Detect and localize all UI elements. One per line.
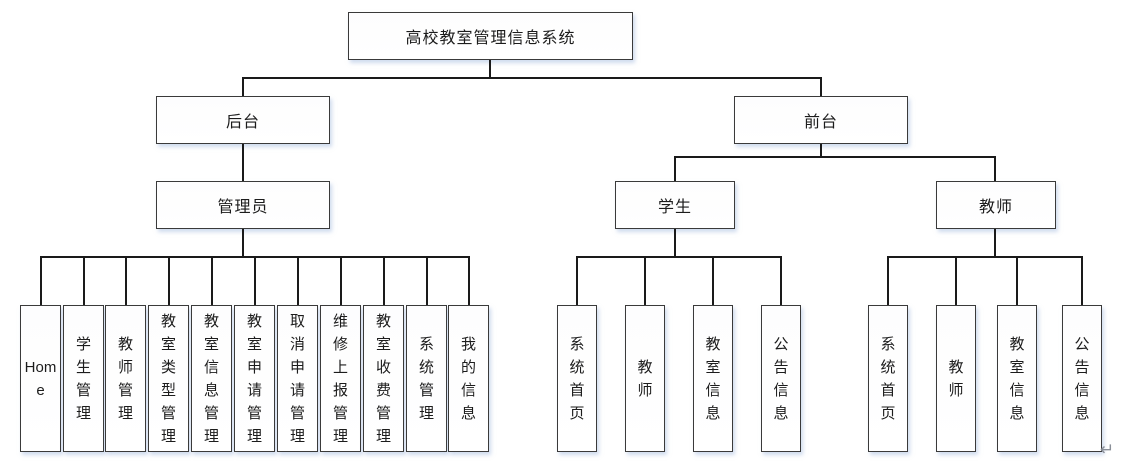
connector-line (242, 229, 244, 257)
connector-line (83, 256, 85, 305)
leaf-teacher-notice-info: 公告信息 (1062, 305, 1102, 452)
leaf-teacher-notice-info-label: 公告信息 (1074, 335, 1090, 422)
connector-line (297, 256, 299, 305)
connector-line (674, 156, 996, 158)
leaf-my-info: 我的信息 (448, 305, 489, 452)
node-frontend-label: 前台 (803, 114, 838, 131)
leaf-classroom-info-management-label: 教室信息管理 (203, 312, 219, 445)
connector-line (242, 144, 244, 181)
node-student-label: 学生 (657, 199, 692, 216)
leaf-student-classroom-info: 教室信息 (693, 305, 733, 452)
leaf-teacher-system-home: 系统首页 (868, 305, 908, 452)
leaf-my-info-label: 我的信息 (460, 335, 476, 422)
node-backend-label: 后台 (225, 114, 260, 131)
leaf-student-teacher: 教师 (625, 305, 665, 452)
node-teacher-label: 教师 (978, 199, 1013, 216)
connector-line (576, 256, 578, 305)
leaf-classroom-info-management: 教室信息管理 (191, 305, 232, 452)
leaf-student-management-label: 学生管理 (75, 335, 91, 422)
connector-line (576, 256, 782, 258)
leaf-student-classroom-info-label: 教室信息 (705, 335, 721, 422)
leaf-student-teacher-label: 教师 (637, 358, 653, 399)
connector-line (820, 77, 822, 96)
leaf-cancel-apply-management-label: 取消申请管理 (289, 312, 305, 445)
leaf-classroom-apply-management-label: 教室申请管理 (246, 312, 262, 445)
connector-line (887, 256, 889, 305)
connector-line (340, 256, 342, 305)
connector-line (780, 256, 782, 305)
leaf-classroom-fee-management-label: 教室收费管理 (375, 312, 391, 445)
connector-line (1016, 256, 1018, 305)
connector-line (254, 256, 256, 305)
node-frontend: 前台 (734, 96, 908, 144)
node-root: 高校教室管理信息系统 (348, 12, 633, 60)
node-root-label: 高校教室管理信息系统 (405, 30, 576, 47)
leaf-system-management-label: 系统管理 (418, 335, 434, 422)
connector-line (125, 256, 127, 305)
connector-line (426, 256, 428, 305)
node-admin-label: 管理员 (217, 199, 269, 216)
return-mark-icon: ↵ (1100, 440, 1115, 460)
leaf-teacher-teacher-label: 教师 (948, 358, 964, 399)
connector-line (994, 156, 996, 181)
leaf-teacher-system-home-label: 系统首页 (880, 335, 896, 422)
leaf-repair-report-management: 维修上报管理 (320, 305, 361, 452)
leaf-student-notice-info: 公告信息 (761, 305, 801, 452)
connector-line (468, 256, 470, 305)
leaf-classroom-type-management-label: 教室类型管理 (160, 312, 176, 445)
leaf-student-notice-info-label: 公告信息 (773, 335, 789, 422)
connector-line (887, 256, 1083, 258)
connector-line (674, 156, 676, 181)
leaf-repair-report-management-label: 维修上报管理 (332, 312, 348, 445)
leaf-classroom-type-management: 教室类型管理 (148, 305, 189, 452)
leaf-teacher-teacher: 教师 (936, 305, 976, 452)
connector-line (40, 256, 42, 305)
connector-line (383, 256, 385, 305)
node-admin: 管理员 (156, 181, 330, 229)
leaf-teacher-classroom-info-label: 教室信息 (1009, 335, 1025, 422)
node-student: 学生 (615, 181, 735, 229)
connector-line (242, 77, 244, 96)
leaf-student-management: 学生管理 (63, 305, 104, 452)
leaf-system-management: 系统管理 (406, 305, 447, 452)
leaf-classroom-fee-management: 教室收费管理 (363, 305, 404, 452)
leaf-teacher-classroom-info: 教室信息 (997, 305, 1037, 452)
connector-line (489, 60, 491, 78)
connector-line (242, 77, 822, 79)
leaf-teacher-management: 教师管理 (105, 305, 146, 452)
connector-line (994, 229, 996, 257)
leaf-student-system-home-label: 系统首页 (569, 335, 585, 422)
node-backend: 后台 (156, 96, 330, 144)
leaf-student-system-home: 系统首页 (557, 305, 597, 452)
leaf-cancel-apply-management: 取消申请管理 (277, 305, 318, 452)
connector-line (674, 229, 676, 257)
connector-line (820, 144, 822, 157)
connector-line (644, 256, 646, 305)
leaf-classroom-apply-management: 教室申请管理 (234, 305, 275, 452)
leaf-teacher-management-label: 教师管理 (117, 335, 133, 422)
connector-line (211, 256, 213, 305)
node-teacher: 教师 (936, 181, 1056, 229)
connector-line (1081, 256, 1083, 305)
connector-line (955, 256, 957, 305)
connector-line (712, 256, 714, 305)
connector-line (168, 256, 170, 305)
